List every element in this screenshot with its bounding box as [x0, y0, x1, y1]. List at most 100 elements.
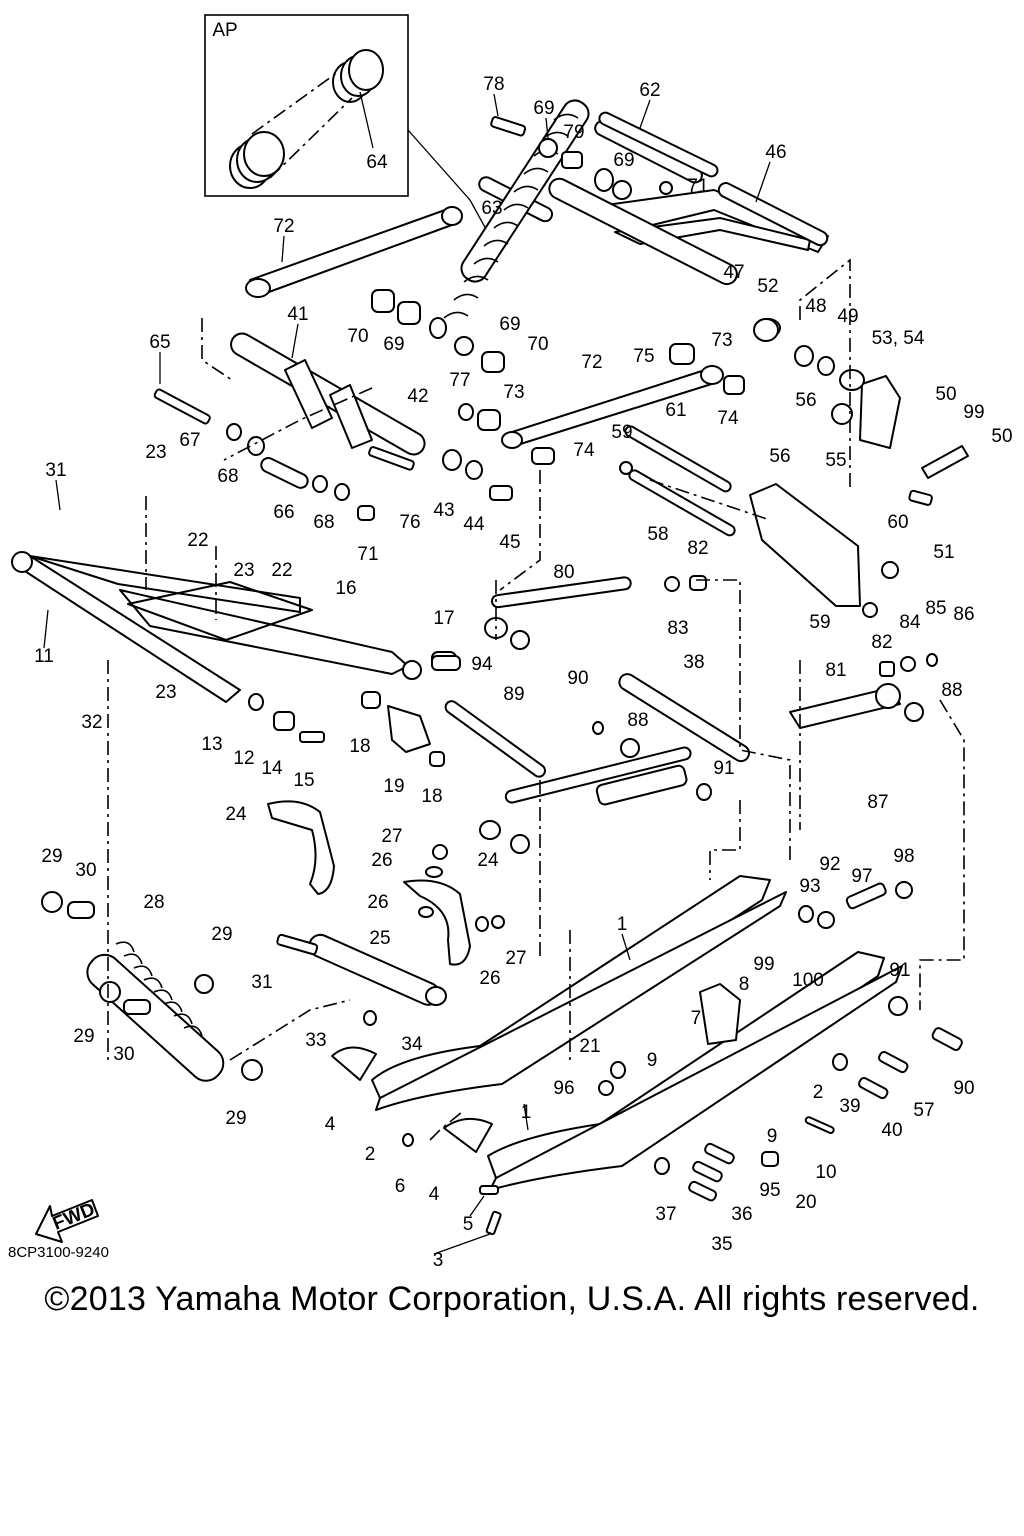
callout: 85	[925, 598, 946, 619]
fwd-label: FWD	[50, 1199, 98, 1235]
callout: 30	[75, 860, 96, 881]
callout: 69	[533, 98, 554, 119]
callout: 26	[371, 850, 392, 871]
callout: 31	[45, 460, 66, 481]
callout: 71	[357, 544, 378, 565]
callout: 89	[503, 684, 524, 705]
callout: 67	[179, 430, 200, 451]
callout: 38	[683, 652, 704, 673]
callout: 9	[647, 1050, 658, 1071]
callout: 28	[143, 892, 164, 913]
callout: 3	[433, 1250, 444, 1271]
callout: 50	[935, 384, 956, 405]
callout: 57	[913, 1100, 934, 1121]
callout: 56	[795, 390, 816, 411]
callout: 22	[271, 560, 292, 581]
callout: 32	[81, 712, 102, 733]
callout: 59	[809, 612, 830, 633]
callout: 80	[553, 562, 574, 583]
callout: 52	[757, 276, 778, 297]
callout: 12	[233, 748, 254, 769]
callout: 62	[639, 80, 660, 101]
callout: 19	[383, 776, 404, 797]
inset-title: AP	[212, 20, 237, 41]
callout: 87	[867, 792, 888, 813]
callout: 36	[731, 1204, 752, 1225]
callout: 70	[527, 334, 548, 355]
callout: 4	[429, 1184, 440, 1205]
callout: 1	[521, 1102, 532, 1123]
callout: 23	[155, 682, 176, 703]
callout: 71	[687, 176, 708, 197]
callout: 8	[739, 974, 750, 995]
callout: 56	[769, 446, 790, 467]
callout: 23	[233, 560, 254, 581]
callout: 2	[365, 1144, 376, 1165]
callout: 27	[381, 826, 402, 847]
callout: 27	[505, 948, 526, 969]
callout: 74	[717, 408, 739, 429]
callout: 24	[225, 804, 247, 825]
callout: 82	[687, 538, 708, 559]
callout: 76	[399, 512, 420, 533]
callout: 84	[899, 612, 921, 633]
callout: 29	[211, 924, 232, 945]
callout: 14	[261, 758, 283, 779]
catalog-code: 8CP3100-9240	[8, 1244, 109, 1261]
callout: 61	[665, 400, 686, 421]
callout: 43	[433, 500, 454, 521]
callout: 11	[34, 646, 54, 667]
callout: 90	[953, 1078, 974, 1099]
callout: 29	[225, 1108, 246, 1129]
callout: 78	[483, 74, 504, 95]
callout: 72	[581, 352, 602, 373]
callout: 68	[217, 466, 238, 487]
callout: 49	[837, 306, 858, 327]
callout: 69	[613, 150, 634, 171]
callout: 22	[187, 530, 208, 551]
callout: 69	[383, 334, 404, 355]
callout: 18	[349, 736, 370, 757]
callout: 45	[499, 532, 520, 553]
callout: 92	[819, 854, 840, 875]
callout: 100	[792, 970, 824, 991]
callout: 42	[407, 386, 428, 407]
callout: 69	[499, 314, 520, 335]
callout: 65	[149, 332, 170, 353]
callout: 90	[567, 668, 588, 689]
callout: 99	[753, 954, 774, 975]
callout: 23	[145, 442, 166, 463]
callout: 10	[815, 1162, 836, 1183]
small-parts-upper	[153, 116, 835, 537]
callout: 24	[477, 850, 499, 871]
callout: 59	[611, 422, 632, 443]
rear-shock-28	[41, 891, 263, 1082]
callout: 4	[325, 1114, 336, 1135]
callout: 21	[579, 1036, 600, 1057]
callout: 6	[395, 1176, 406, 1197]
callout: 44	[463, 514, 485, 535]
inset-ap: AP 64	[204, 14, 493, 241]
callout: 13	[201, 734, 222, 755]
callout: 72	[273, 216, 294, 237]
callout: 39	[839, 1096, 860, 1117]
callout: 77	[449, 370, 470, 391]
callout: 18	[421, 786, 442, 807]
exploded-parts-diagram: AP 6 4	[11, 14, 1013, 1271]
callout: 83	[667, 618, 688, 639]
callout: 55	[825, 450, 846, 471]
callout: 94	[471, 654, 493, 675]
callout: 51	[933, 542, 954, 563]
callout-labels: 78 69 79 62 69 71 46 63 72 41 70 69 65 6…	[34, 74, 1012, 1271]
callout: 88	[941, 680, 962, 701]
callout: 81	[825, 660, 846, 681]
rods	[245, 111, 724, 449]
callout: 37	[655, 1204, 676, 1225]
brackets-24	[267, 800, 505, 1026]
callout: 46	[765, 142, 786, 163]
callout: 33	[305, 1030, 326, 1051]
boot-part	[229, 49, 384, 189]
leader-lines	[43, 93, 771, 1255]
callout: 31	[251, 972, 272, 993]
brackets-right	[749, 369, 969, 618]
